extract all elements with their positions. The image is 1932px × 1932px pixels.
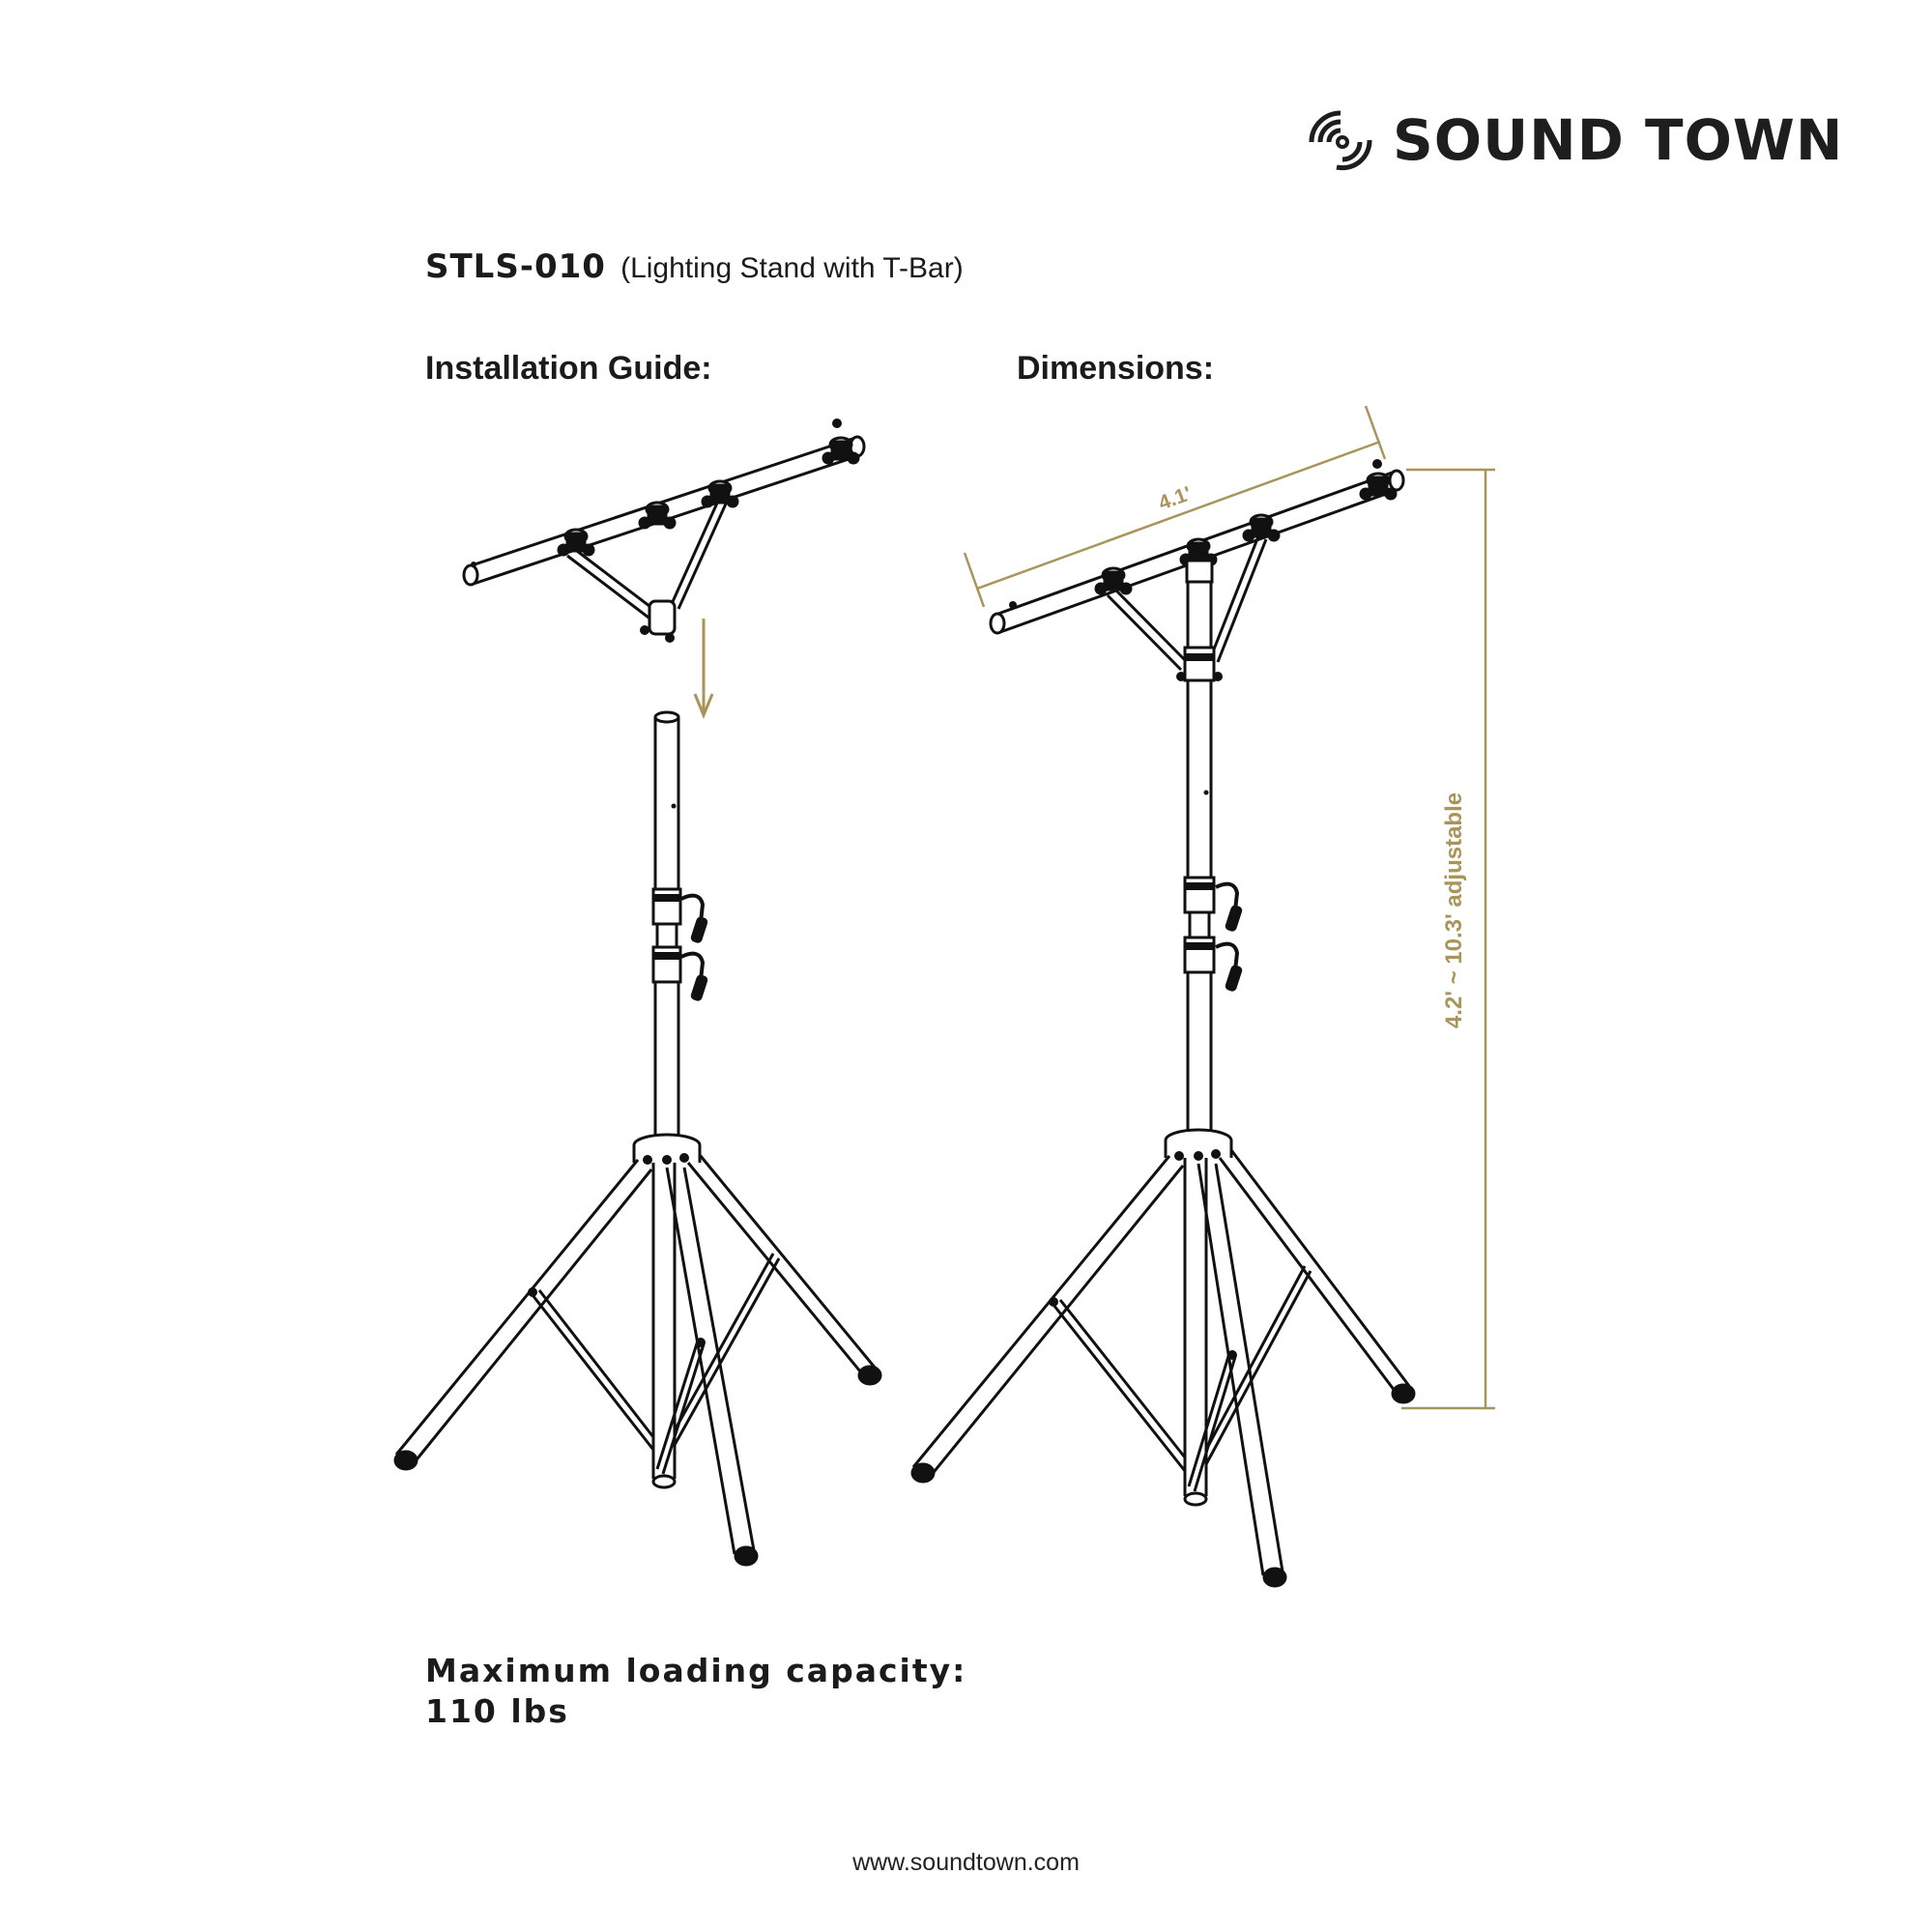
- down-arrow-icon: [693, 619, 714, 719]
- vinyl-record-icon: [1309, 110, 1372, 171]
- tbar-assembled: [989, 459, 1405, 672]
- dimensions-heading: Dimensions:: [1017, 350, 1215, 387]
- installation-guide-heading: Installation Guide:: [425, 350, 712, 387]
- installation-diagram: [393, 418, 882, 1567]
- tbar-separate: [462, 418, 866, 643]
- product-title: STLS-010 (Lighting Stand with T-Bar): [425, 247, 964, 286]
- height-dimension: [1401, 468, 1495, 1410]
- capacity-value: 110 lbs: [425, 1692, 569, 1730]
- dimensions-diagram: [910, 405, 1495, 1588]
- brand-logo: SOUND TOWN: [1308, 106, 1843, 174]
- load-capacity: Maximum loading capacity: 110 lbs: [425, 1651, 966, 1732]
- stand-assembled: [910, 559, 1416, 1588]
- width-label: 4.1': [1156, 482, 1195, 514]
- capacity-label: Maximum loading capacity:: [425, 1652, 967, 1689]
- brand-name: SOUND TOWN: [1393, 107, 1844, 173]
- model-number: STLS-010: [425, 247, 606, 286]
- stand-separate: [393, 710, 882, 1567]
- width-dimension: [963, 405, 1387, 608]
- website-url[interactable]: www.soundtown.com: [852, 1849, 1080, 1876]
- height-label: 4.2' ~ 10.3' adjustable: [1441, 793, 1467, 1028]
- product-description: (Lighting Stand with T-Bar): [620, 252, 964, 284]
